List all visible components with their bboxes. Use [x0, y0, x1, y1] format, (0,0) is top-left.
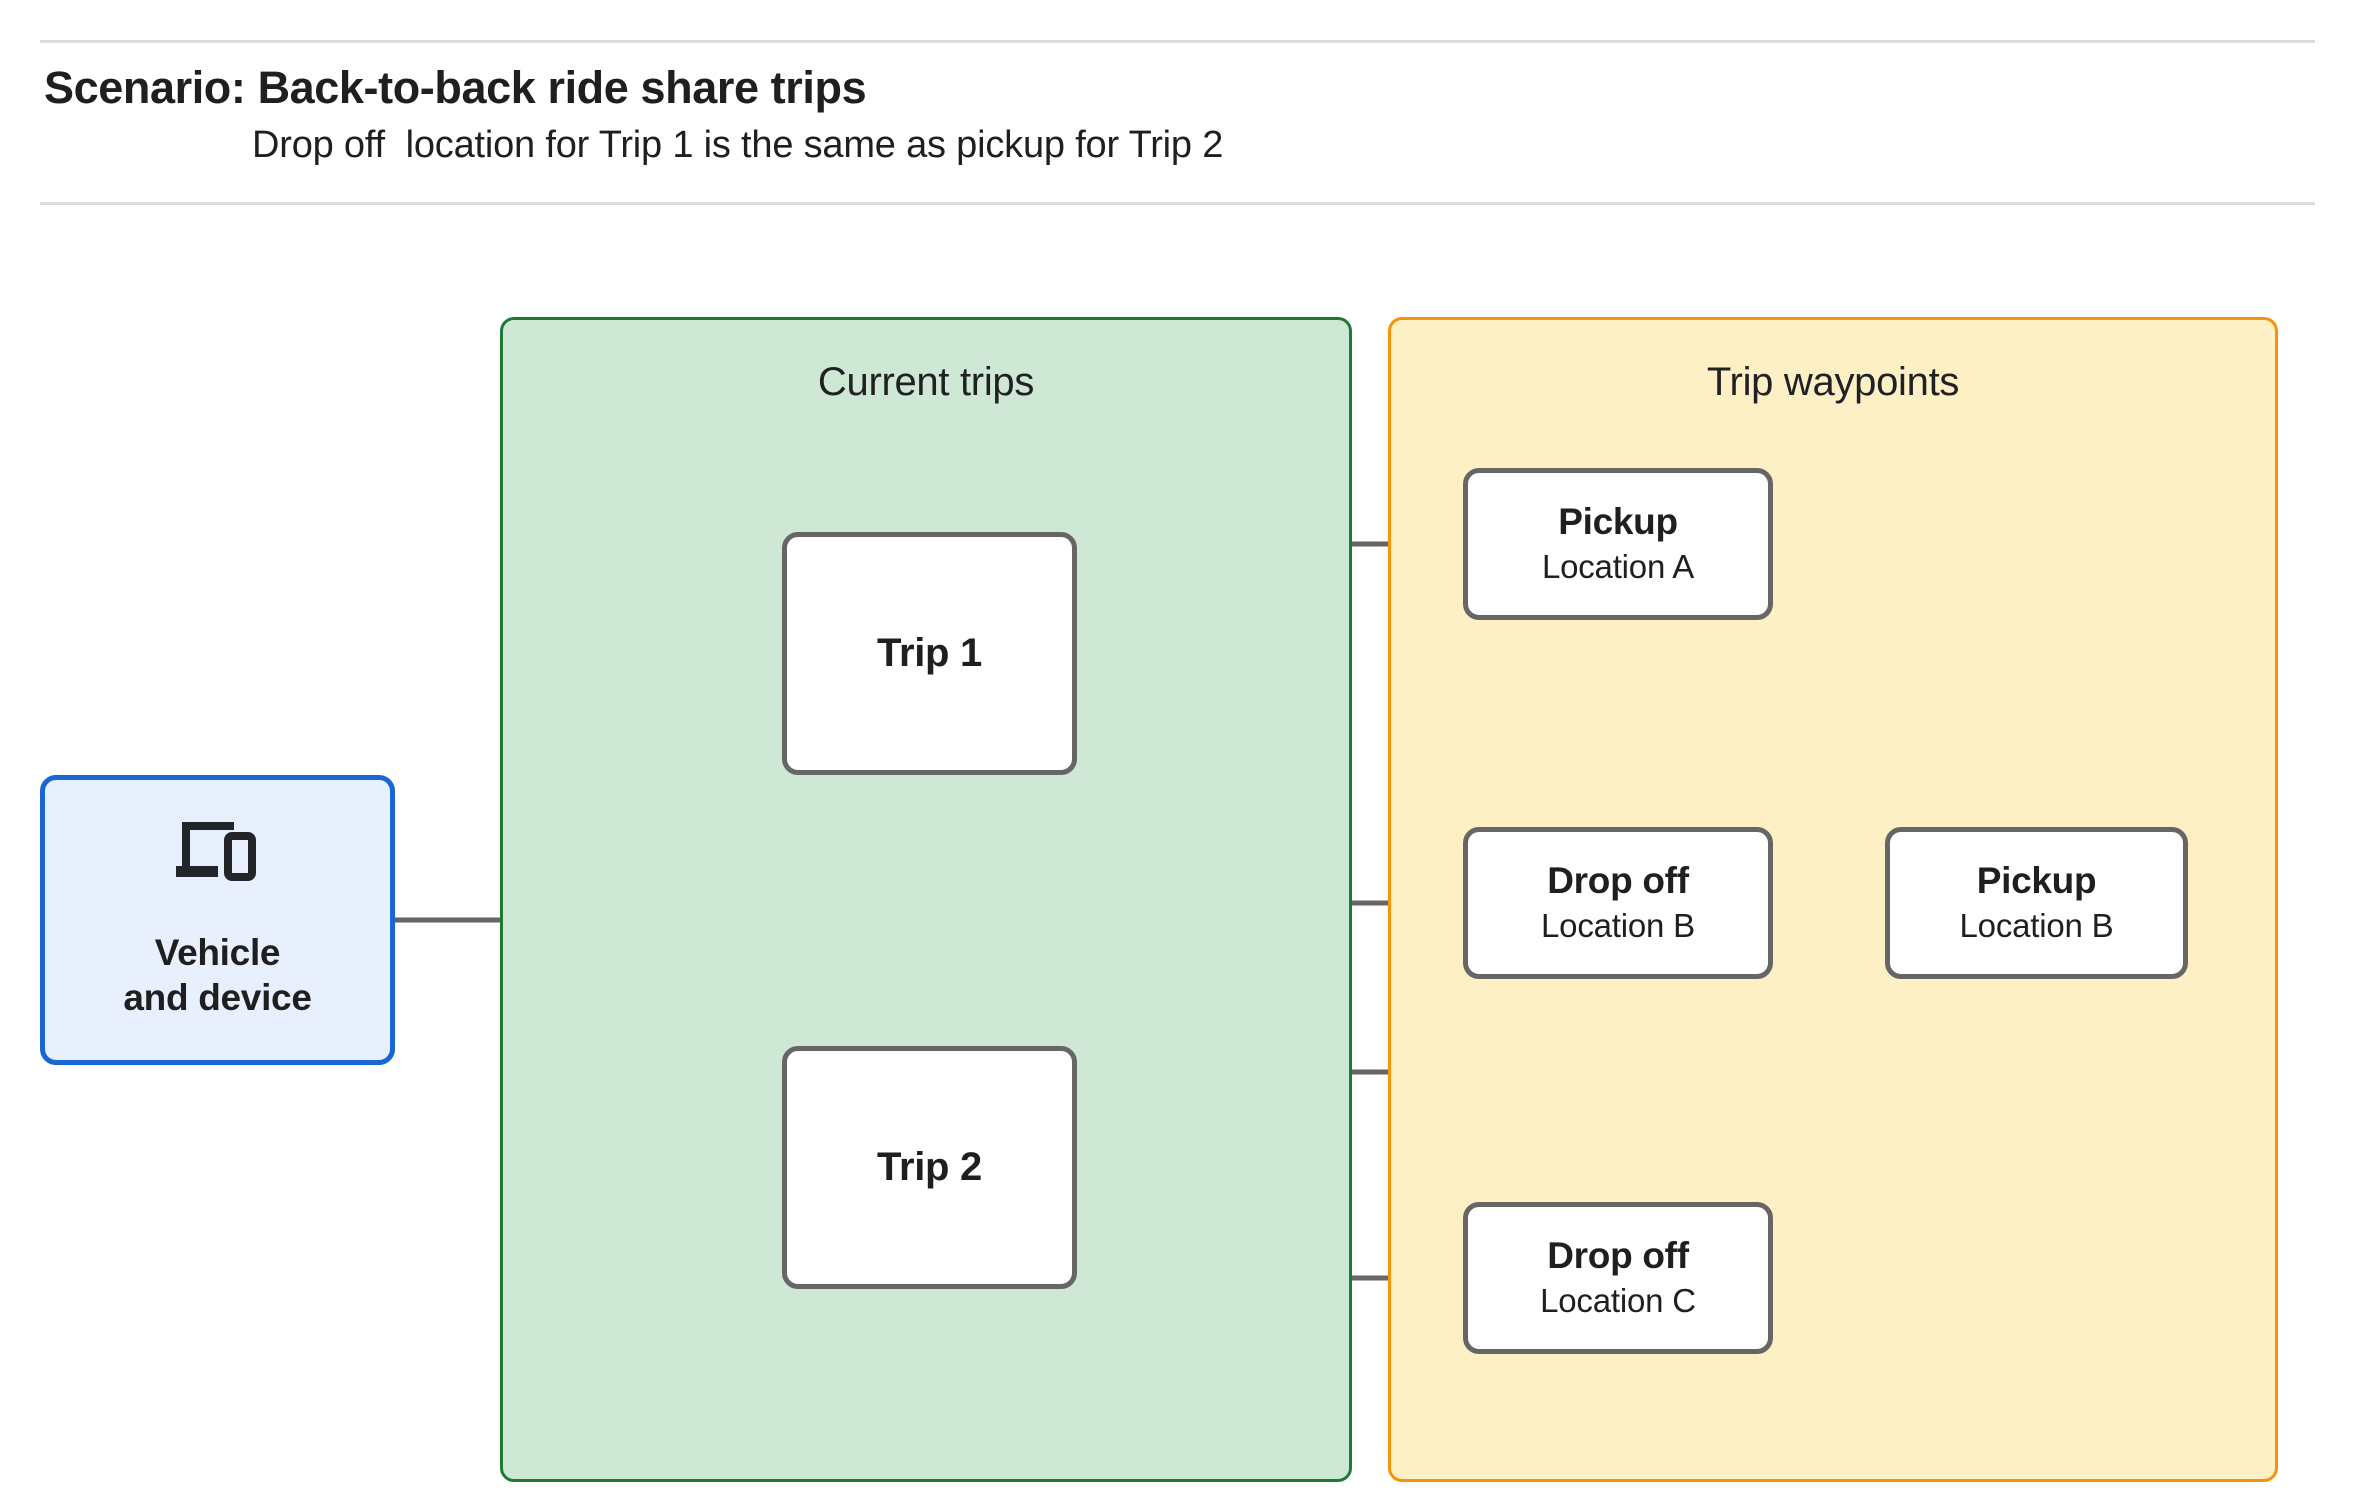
header-divider-bottom — [40, 202, 2315, 205]
node-vehicle-label: Vehicle and device — [123, 931, 312, 1018]
waypoint-pickup-a-title: Pickup — [1558, 501, 1678, 543]
group-current-trips-title: Current trips — [817, 360, 1035, 404]
page-title: Scenario: Back-to-back ride share trips — [44, 62, 867, 113]
node-waypoint-pickup-b[interactable]: Pickup Location B — [1885, 827, 2188, 979]
waypoint-dropoff-b-location: Location B — [1541, 906, 1695, 944]
page-subtitle: Drop off location for Trip 1 is the same… — [252, 124, 1224, 166]
node-vehicle-and-device[interactable]: Vehicle and device — [40, 775, 395, 1065]
scenario-header: Scenario: Back-to-back ride share trips … — [0, 0, 2357, 210]
diagram-canvas: Current trips Trip waypoints Vehicle and… — [0, 210, 2357, 1497]
node-trip-1[interactable]: Trip 1 — [782, 532, 1077, 775]
header-divider-top — [40, 40, 2315, 43]
node-waypoint-dropoff-b[interactable]: Drop off Location B — [1463, 827, 1773, 979]
group-trip-waypoints-title: Trip waypoints — [1706, 360, 1960, 404]
group-current-trips: Current trips — [500, 317, 1352, 1482]
node-trip-1-label: Trip 1 — [877, 631, 982, 676]
devices-icon — [175, 821, 256, 881]
waypoint-pickup-b-title: Pickup — [1976, 860, 2097, 902]
node-trip-2[interactable]: Trip 2 — [782, 1046, 1077, 1289]
node-trip-2-label: Trip 2 — [877, 1145, 982, 1190]
waypoint-dropoff-c-location: Location C — [1540, 1281, 1696, 1319]
node-waypoint-dropoff-c[interactable]: Drop off Location C — [1463, 1202, 1773, 1354]
waypoint-dropoff-b-title: Drop off — [1547, 860, 1689, 902]
node-waypoint-pickup-a[interactable]: Pickup Location A — [1463, 468, 1773, 620]
waypoint-pickup-b-location: Location B — [1959, 906, 2114, 944]
waypoint-pickup-a-location: Location A — [1541, 547, 1695, 585]
waypoint-dropoff-c-title: Drop off — [1547, 1235, 1689, 1277]
